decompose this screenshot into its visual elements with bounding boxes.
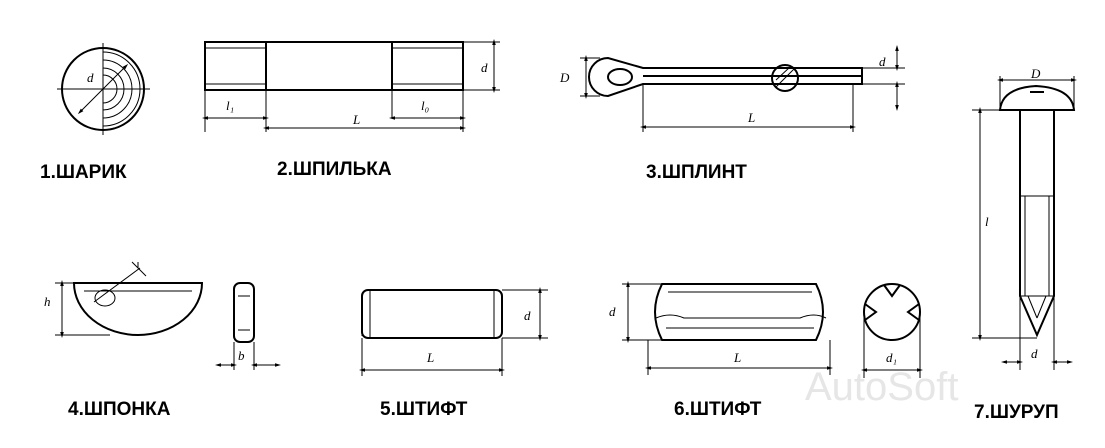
watermark: AutoSoft [805,365,958,409]
ball-drawing: d 1.ШАРИК [40,43,150,183]
cotter-label-D: D [559,70,570,85]
stud-label-L: L [352,112,360,127]
screw-label-l: l [985,214,989,229]
caption-cotter-pin: 3.ШПЛИНТ [646,162,747,183]
pin5-label-d: d [524,308,531,323]
stud-drawing: d l₁ L l₀ 2.ШПИЛЬКА [202,39,500,180]
key-drawing: h b 4.ШПОНКА [44,261,281,420]
screw-label-D: D [1030,66,1041,81]
pin-cylindrical-drawing: d L 5.ШТИФТ [359,287,548,420]
screw-label-d: d [1031,346,1038,361]
caption-stud: 2.ШПИЛЬКА [277,159,392,180]
cotter-pin-drawing: D d L 3.ШПЛИНТ [559,45,905,183]
cotter-label-d: d [879,54,886,69]
caption-pin5: 5.ШТИФТ [380,399,468,420]
ball-label-d: d [87,70,94,85]
screw-drawing: D l d 7.ШУРУП [972,66,1077,423]
pin5-label-L: L [426,350,434,365]
stud-label-l0: l₀ [421,98,429,113]
caption-ball: 1.ШАРИК [40,162,127,183]
caption-pin6: 6.ШТИФТ [674,399,762,420]
key-label-b: b [238,348,245,363]
pin6-label-L: L [733,350,741,365]
pin6-label-d1: d₁ [886,350,897,365]
caption-screw: 7.ШУРУП [974,402,1059,423]
caption-key: 4.ШПОНКА [68,399,171,420]
cotter-label-L: L [747,110,755,125]
stud-label-d: d [481,60,488,75]
stud-label-l1: l₁ [226,98,234,113]
pin6-label-d: d [609,304,616,319]
key-label-h: h [44,294,51,309]
pin-grooved-drawing: d L d₁ 6.ШТИФТ [609,281,923,420]
